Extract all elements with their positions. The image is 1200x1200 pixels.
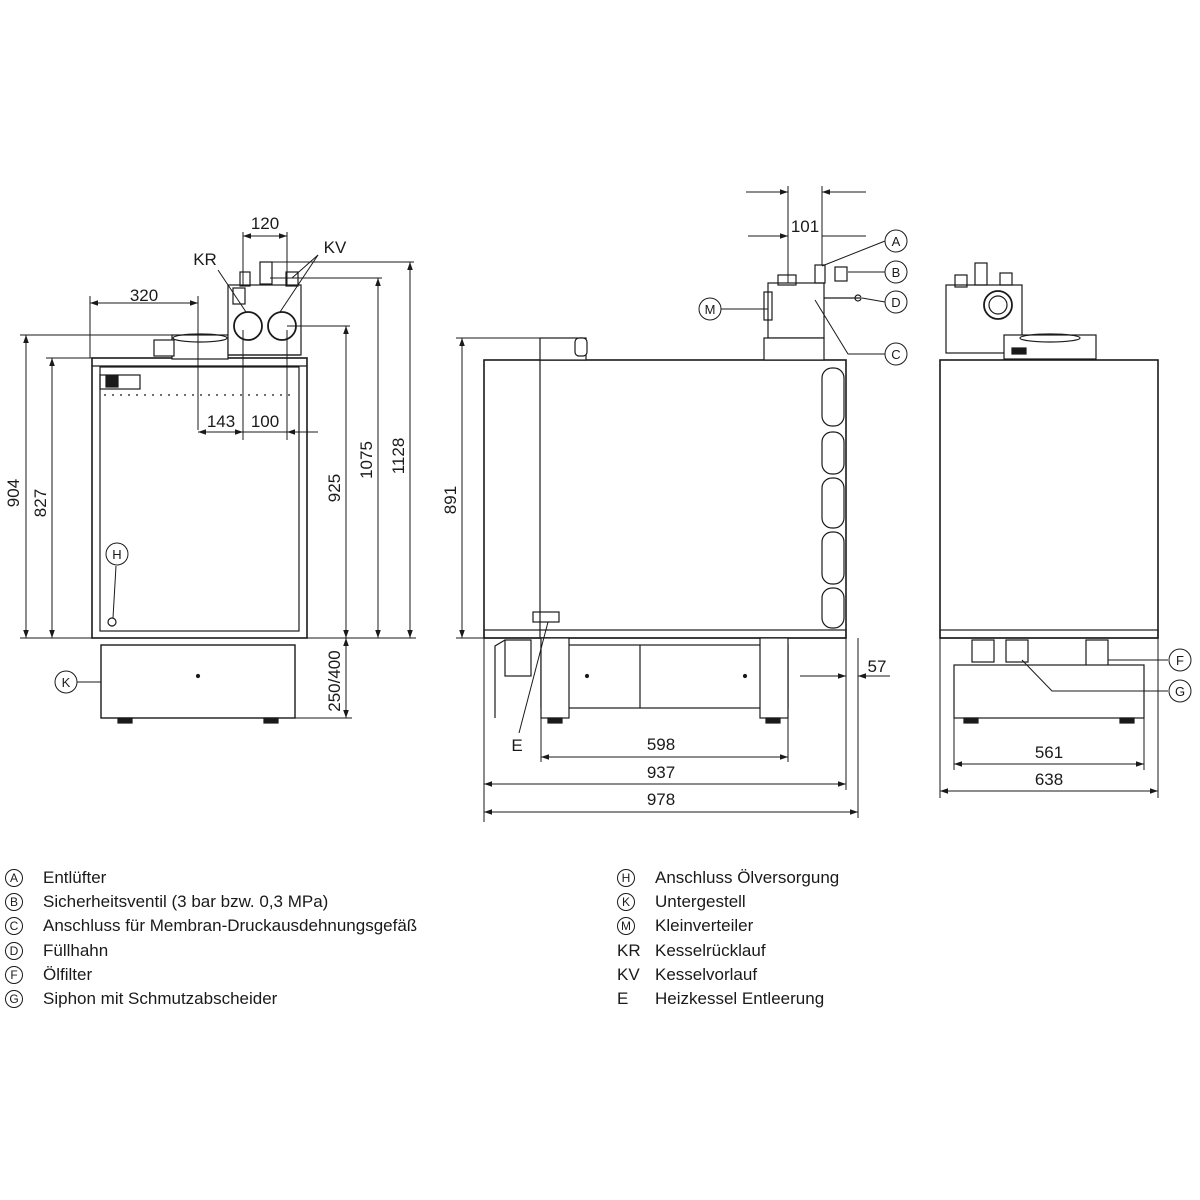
legend-text-g: Siphon mit Schmutzabscheider bbox=[43, 989, 278, 1009]
legend-item-c: C Anschluss für Membran-Druckausdehnungs… bbox=[4, 914, 417, 938]
legend-item-g: G Siphon mit Schmutzabscheider bbox=[4, 987, 417, 1011]
legend-key-m: M bbox=[617, 917, 635, 936]
side-view bbox=[483, 264, 862, 724]
legend-item-m: M Kleinverteiler bbox=[616, 914, 839, 938]
back-view bbox=[939, 262, 1159, 724]
legend-text-k: Untergestell bbox=[655, 892, 746, 912]
callout-k: K bbox=[54, 670, 78, 694]
legend-text-c: Anschluss für Membran-Druckausdehnungsge… bbox=[43, 916, 418, 936]
legend-item-k: K Untergestell bbox=[616, 890, 839, 914]
svg-text:F: F bbox=[1176, 653, 1184, 668]
legend-key-e: E bbox=[617, 989, 629, 1009]
legend-key-c: C bbox=[5, 917, 23, 936]
dim-120: 120 bbox=[251, 214, 279, 233]
dim-143: 143 bbox=[207, 412, 235, 431]
side-dimension-lines bbox=[456, 186, 890, 822]
legend-item-d: D Füllhahn bbox=[4, 939, 417, 963]
dim-100: 100 bbox=[251, 412, 279, 431]
back-dimension-lines bbox=[939, 638, 1168, 798]
legend-text-d: Füllhahn bbox=[43, 940, 109, 960]
side-manifold-m bbox=[767, 282, 825, 339]
legend-key-b: B bbox=[5, 893, 23, 912]
legend-item-f: F Ölfilter bbox=[4, 963, 417, 987]
legend-item-b: B Sicherheitsventil (3 bar bzw. 0,3 MPa) bbox=[4, 890, 417, 914]
front-dimension-lines bbox=[20, 232, 416, 719]
legend-key-kr: KR bbox=[617, 940, 641, 960]
dim-1075: 1075 bbox=[357, 441, 376, 479]
label-kr: KR bbox=[193, 250, 217, 269]
legend-item-h: H Anschluss Ölversorgung bbox=[616, 866, 839, 890]
dim-57: 57 bbox=[868, 657, 887, 676]
callout-b: B bbox=[884, 260, 908, 284]
dim-101: 101 bbox=[791, 217, 819, 236]
dim-827: 827 bbox=[31, 489, 50, 517]
svg-text:G: G bbox=[1175, 684, 1185, 699]
legend-key-a: A bbox=[5, 869, 23, 888]
front-base-frame-k bbox=[100, 644, 296, 719]
legend-text-e: Heizkessel Entleerung bbox=[655, 989, 825, 1009]
svg-text:A: A bbox=[892, 234, 901, 249]
legend-right: H Anschluss Ölversorgung K Untergestell … bbox=[616, 866, 839, 1011]
dim-638: 638 bbox=[1035, 770, 1063, 789]
legend-text-f: Ölfilter bbox=[43, 964, 93, 984]
legend-left: A Entlüfter B Sicherheitsventil (3 bar b… bbox=[4, 866, 417, 1011]
back-flue-opening bbox=[983, 290, 1013, 320]
side-base-frame bbox=[540, 644, 789, 709]
front-flue-connection bbox=[171, 334, 229, 360]
dim-904: 904 bbox=[4, 479, 23, 507]
legend-item-e: E Heizkessel Entleerung bbox=[616, 987, 839, 1011]
callout-d: D bbox=[884, 290, 908, 314]
dim-925: 925 bbox=[325, 474, 344, 502]
dim-598: 598 bbox=[647, 735, 675, 754]
dim-250-400: 250/400 bbox=[325, 650, 344, 711]
legend-key-k: K bbox=[617, 893, 635, 912]
front-view bbox=[91, 261, 308, 724]
legend-text-a: Entlüfter bbox=[43, 868, 107, 888]
label-kv: KV bbox=[324, 238, 347, 257]
legend-key-f: F bbox=[5, 965, 23, 984]
legend-key-h: H bbox=[617, 869, 635, 888]
legend-text-m: Kleinverteiler bbox=[655, 916, 754, 936]
legend-item-a: A Entlüfter bbox=[4, 866, 417, 890]
legend-key-d: D bbox=[5, 941, 23, 960]
dim-1128: 1128 bbox=[389, 438, 408, 475]
svg-text:D: D bbox=[891, 295, 900, 310]
dim-978: 978 bbox=[647, 790, 675, 809]
legend-key-kv: KV bbox=[617, 964, 640, 984]
label-e: E bbox=[511, 736, 522, 755]
dim-891: 891 bbox=[441, 486, 460, 514]
legend-text-h: Anschluss Ölversorgung bbox=[655, 868, 840, 888]
legend-key-g: G bbox=[5, 990, 23, 1009]
front-boiler-body bbox=[91, 357, 308, 639]
callout-c: C bbox=[884, 342, 908, 366]
callout-h: H bbox=[105, 542, 129, 566]
callout-m: M bbox=[698, 297, 722, 321]
legend-text-kr: Kesselrücklauf bbox=[655, 940, 766, 960]
svg-text:B: B bbox=[892, 265, 901, 280]
legend-item-kr: KR Kesselrücklauf bbox=[616, 939, 839, 963]
dim-937: 937 bbox=[647, 763, 675, 782]
back-boiler-body bbox=[939, 359, 1159, 639]
legend-item-kv: KV Kesselvorlauf bbox=[616, 963, 839, 987]
dim-561: 561 bbox=[1035, 743, 1063, 762]
svg-text:H: H bbox=[112, 547, 121, 562]
legend-text-b: Sicherheitsventil (3 bar bzw. 0,3 MPa) bbox=[43, 892, 329, 912]
callout-f: F bbox=[1168, 648, 1192, 672]
svg-text:K: K bbox=[62, 675, 71, 690]
callout-g: G bbox=[1168, 679, 1192, 703]
callout-a: A bbox=[884, 229, 908, 253]
svg-text:C: C bbox=[891, 347, 900, 362]
dim-320: 320 bbox=[130, 286, 158, 305]
svg-text:M: M bbox=[705, 302, 716, 317]
side-boiler-body bbox=[483, 359, 847, 639]
legend-text-kv: Kesselvorlauf bbox=[655, 964, 758, 984]
technical-drawing: 120 320 143 100 904 827 925 1075 1128 25… bbox=[4, 186, 1192, 822]
kr-pipe bbox=[233, 311, 263, 341]
